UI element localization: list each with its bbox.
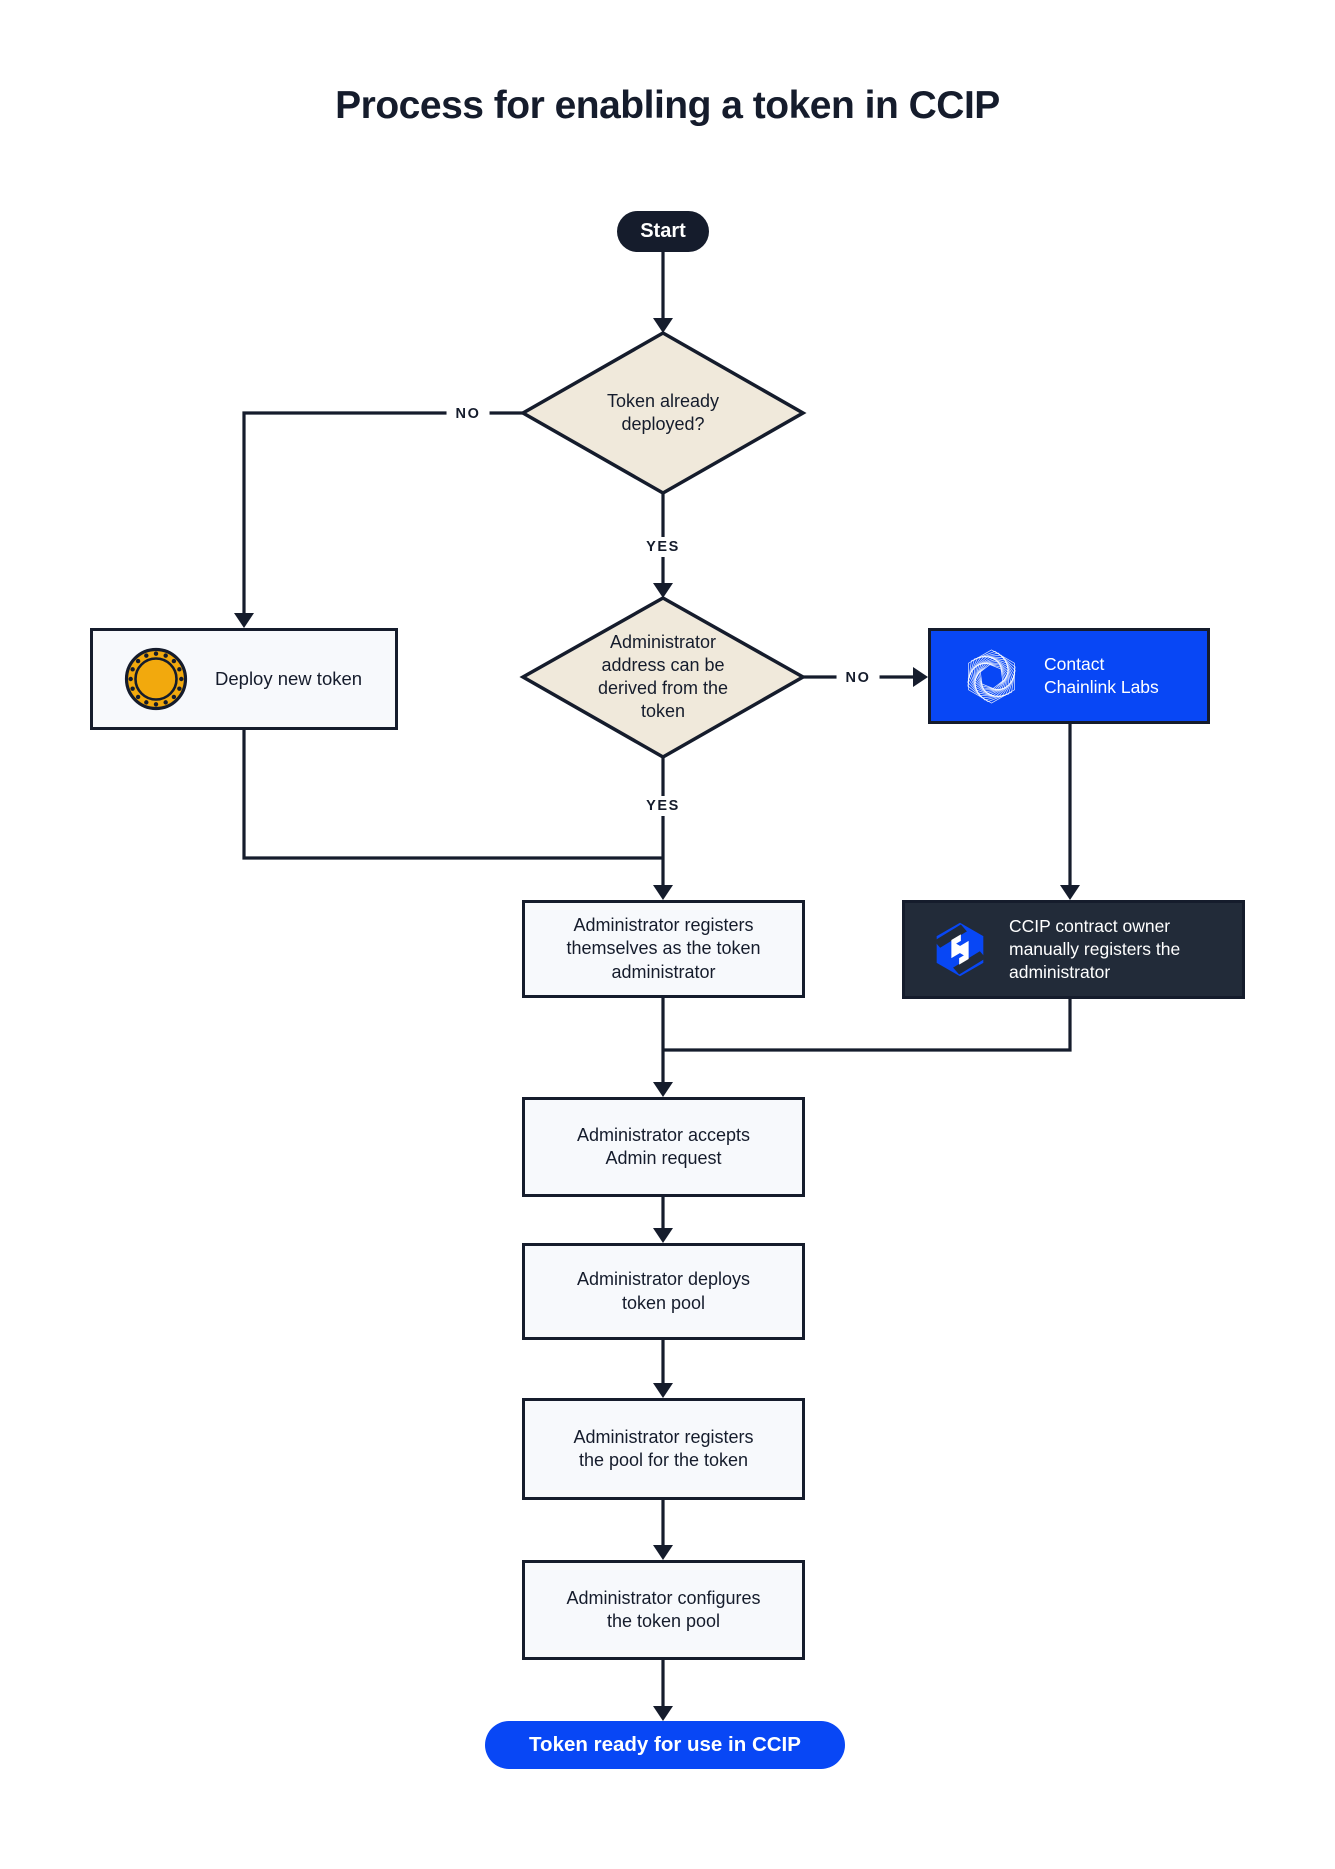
contact-chainlink-label: Contact Chainlink Labs [1044, 653, 1159, 697]
ccip-logo-icon [934, 921, 986, 978]
node-admin-registers-self: Administrator registers themselves as th… [522, 900, 805, 998]
admin-configures-pool-label: Administrator configures the token pool [566, 1587, 761, 1631]
arrowhead-ccip-owner [1060, 885, 1080, 900]
decision-admin-derived: Administrator address can be derived fro… [585, 620, 741, 734]
node-token-ready: Token ready for use in CCIP [485, 1721, 845, 1769]
admin-registers-self-label: Administrator registers themselves as th… [566, 914, 761, 982]
admin-accepts-label: Administrator accepts Admin request [576, 1124, 751, 1168]
diagram-title: Process for enabling a token in CCIP [335, 84, 1000, 127]
arrowhead-deploys-pool [653, 1228, 673, 1243]
deploy-new-token-label: Deploy new token [215, 667, 363, 689]
decision-token-deployed: Token already deployed? [588, 373, 738, 453]
ccip-owner-registers-label: CCIP contract owner manually registers t… [1009, 915, 1181, 983]
arrowhead-admin-accepts [653, 1082, 673, 1097]
arrowhead-decision1 [653, 318, 673, 333]
edge-ccip-owner-merge [663, 999, 1072, 1052]
node-ccip-owner-registers: CCIP contract owner manually registers t… [902, 900, 1245, 999]
decision-admin-derived-label: Administrator address can be derived fro… [597, 631, 729, 722]
edge-decision1-no [242, 411, 523, 615]
decision-token-deployed-shape [519, 330, 807, 496]
token-ready-label: Token ready for use in CCIP [529, 1733, 801, 1756]
edge-deploy-merge [242, 730, 663, 860]
edge-label-yes-1: YES [637, 537, 689, 557]
admin-deploys-pool-label: Administrator deploys token pool [576, 1269, 751, 1313]
arrowhead-configures-pool [653, 1545, 673, 1560]
decision-admin-derived-shape [519, 595, 807, 760]
coin-icon [124, 647, 188, 711]
decision-token-deployed-label: Token already deployed? [606, 390, 720, 434]
arrowhead-decision2 [653, 583, 673, 598]
node-admin-configures-pool: Administrator configures the token pool [522, 1560, 805, 1660]
admin-registers-pool-label: Administrator registers the pool for the… [573, 1426, 754, 1470]
edge-label-yes-2: YES [637, 796, 689, 816]
node-start: Start [617, 211, 709, 252]
arrowhead-registers-pool [653, 1383, 673, 1398]
arrowhead-contact-chainlink [913, 667, 928, 687]
arrowhead-deploy-token [234, 613, 254, 628]
chainlink-hexagon-icon [963, 648, 1020, 705]
node-deploy-new-token: Deploy new token [90, 628, 398, 730]
arrowhead-registers-self [653, 885, 673, 900]
arrowhead-token-ready [653, 1706, 673, 1721]
edge-label-no-1: NO [446, 404, 490, 424]
node-admin-accepts: Administrator accepts Admin request [522, 1097, 805, 1197]
node-admin-deploys-pool: Administrator deploys token pool [522, 1243, 805, 1340]
edge-label-no-2: NO [836, 668, 880, 688]
node-admin-registers-pool: Administrator registers the pool for the… [522, 1398, 805, 1500]
start-label: Start [640, 220, 686, 242]
node-contact-chainlink: Contact Chainlink Labs [928, 628, 1210, 724]
